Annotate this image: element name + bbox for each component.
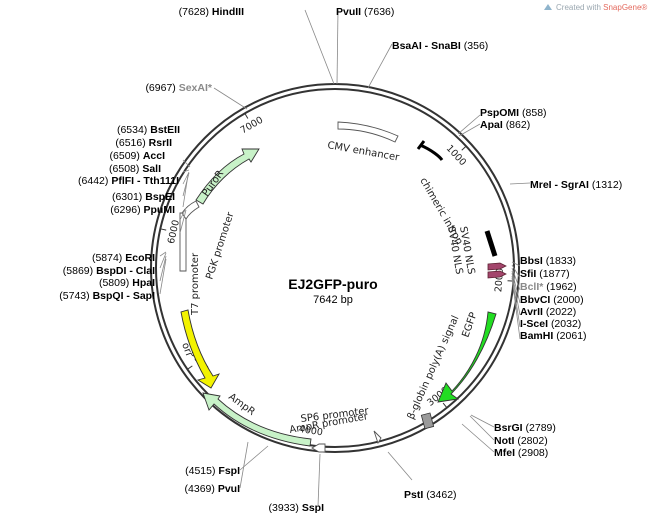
enzyme-pvuii[interactable]: PvuII (7636) bbox=[336, 6, 394, 18]
enzyme-bcli[interactable]: BclI* (1962) bbox=[520, 281, 577, 293]
tick-mark bbox=[442, 402, 448, 409]
tick-label: 7000 bbox=[239, 115, 265, 137]
enzyme-bsteii[interactable]: (6534) BstEII bbox=[117, 124, 180, 136]
enzyme-sspi[interactable]: (3933) SspI bbox=[269, 502, 325, 514]
features bbox=[179, 121, 507, 453]
feature-beta-globin-polya[interactable] bbox=[420, 412, 435, 430]
plasmid-size: 7642 bp bbox=[313, 294, 353, 306]
enzyme-sali[interactable]: (6508) SalI bbox=[109, 163, 161, 175]
enzyme-pflfi-tth111i[interactable]: (6442) PflFI - Tth111I bbox=[78, 175, 179, 187]
tick-mark bbox=[244, 113, 249, 119]
backbone-outer bbox=[150, 83, 520, 453]
feature-ampr[interactable] bbox=[202, 392, 312, 447]
enzyme-hpai[interactable]: (5809) HpaI bbox=[99, 277, 155, 289]
enzyme-rsrii[interactable]: (6516) RsrII bbox=[115, 137, 172, 149]
enzyme-bspqi-sapi[interactable]: (5743) BspQI - SapI bbox=[59, 290, 155, 302]
tick-mark bbox=[461, 145, 467, 151]
enzyme-sexai[interactable]: (6967) SexAI* bbox=[145, 82, 212, 94]
feature-cmv-enhancer[interactable] bbox=[337, 121, 399, 143]
enzyme-bsaai-snabi[interactable]: BsaAI - SnaBI (356) bbox=[392, 40, 488, 52]
feature-egfp[interactable] bbox=[437, 311, 497, 403]
feature-chimeric-intron[interactable] bbox=[419, 143, 444, 161]
tick-label: 4000 bbox=[298, 424, 324, 438]
credit-text: Created with SnapGene® bbox=[556, 3, 647, 12]
tick-label: 6000 bbox=[166, 219, 182, 245]
label-t7-promoter: T7 promoter bbox=[190, 252, 201, 316]
enzyme-pvui[interactable]: (4369) PvuI bbox=[185, 483, 241, 495]
enzyme-bamhi[interactable]: BamHI (2061) bbox=[520, 330, 587, 342]
enzyme-sfii[interactable]: SfiI (1877) bbox=[520, 268, 570, 280]
feature-chimeric-intron-end bbox=[484, 230, 498, 257]
enzyme-ecori[interactable]: (5874) EcoRI bbox=[92, 252, 155, 264]
feature-sp6-promoter[interactable] bbox=[373, 430, 382, 445]
enzyme-bspei[interactable]: (6301) BspEI bbox=[112, 191, 175, 203]
snapgene-logo-icon bbox=[544, 4, 552, 10]
enzyme-fspi[interactable]: (4515) FspI bbox=[185, 465, 240, 477]
feature-ampr-promoter[interactable] bbox=[311, 443, 326, 453]
tick-label: 1000 bbox=[444, 143, 469, 168]
feature-puror[interactable] bbox=[195, 148, 260, 205]
enzyme-mfei[interactable]: MfeI (2908) bbox=[494, 447, 548, 459]
enzyme-pspomi[interactable]: PspOMI (858) bbox=[480, 107, 547, 119]
feature-sv40-nls-2[interactable] bbox=[487, 270, 507, 279]
enzyme-hindiii[interactable]: (7628) HindIII bbox=[179, 6, 244, 18]
feature-ori[interactable] bbox=[180, 309, 220, 389]
enzyme-labels: (7628) HindIII PvuII (7636) BsaAI - SnaB… bbox=[59, 6, 622, 514]
plasmid-name: EJ2GFP-puro bbox=[288, 276, 377, 292]
enzyme-mrei-sgrai[interactable]: MreI - SgrAI (1312) bbox=[530, 179, 622, 191]
label-pgk-promoter: PGK promoter bbox=[204, 210, 236, 281]
enzyme-i-scei[interactable]: I-SceI (2032) bbox=[520, 318, 581, 330]
enzyme-apai[interactable]: ApaI (862) bbox=[480, 119, 530, 131]
tick-mark bbox=[187, 365, 193, 370]
enzyme-bsrgi[interactable]: BsrGI (2789) bbox=[494, 422, 556, 434]
enzyme-acci[interactable]: (6509) AccI bbox=[110, 150, 166, 162]
enzyme-avrii[interactable]: AvrII (2022) bbox=[520, 306, 576, 318]
label-puror: PuroR bbox=[200, 168, 226, 198]
enzyme-psti[interactable]: PstI (3462) bbox=[404, 489, 457, 501]
label-ori: ori bbox=[179, 341, 194, 357]
tick-mark bbox=[160, 228, 167, 231]
label-egfp: EGFP bbox=[460, 311, 479, 339]
enzyme-noti[interactable]: NotI (2802) bbox=[494, 435, 548, 447]
enzyme-bbvci[interactable]: BbvCI (2000) bbox=[520, 294, 584, 306]
enzyme-bbsi[interactable]: BbsI (1833) bbox=[520, 255, 576, 267]
leader-lines bbox=[159, 9, 531, 507]
enzyme-ppumi[interactable]: (6296) PpuMI bbox=[110, 204, 175, 216]
feature-pgk-promoter[interactable] bbox=[181, 200, 200, 220]
feature-sv40-nls-1[interactable] bbox=[487, 262, 507, 271]
enzyme-bspdi-clai[interactable]: (5869) BspDI - ClaI bbox=[63, 265, 155, 277]
label-cmv-enhancer: CMV enhancer bbox=[326, 140, 400, 164]
credit: Created with SnapGene® bbox=[544, 3, 647, 12]
